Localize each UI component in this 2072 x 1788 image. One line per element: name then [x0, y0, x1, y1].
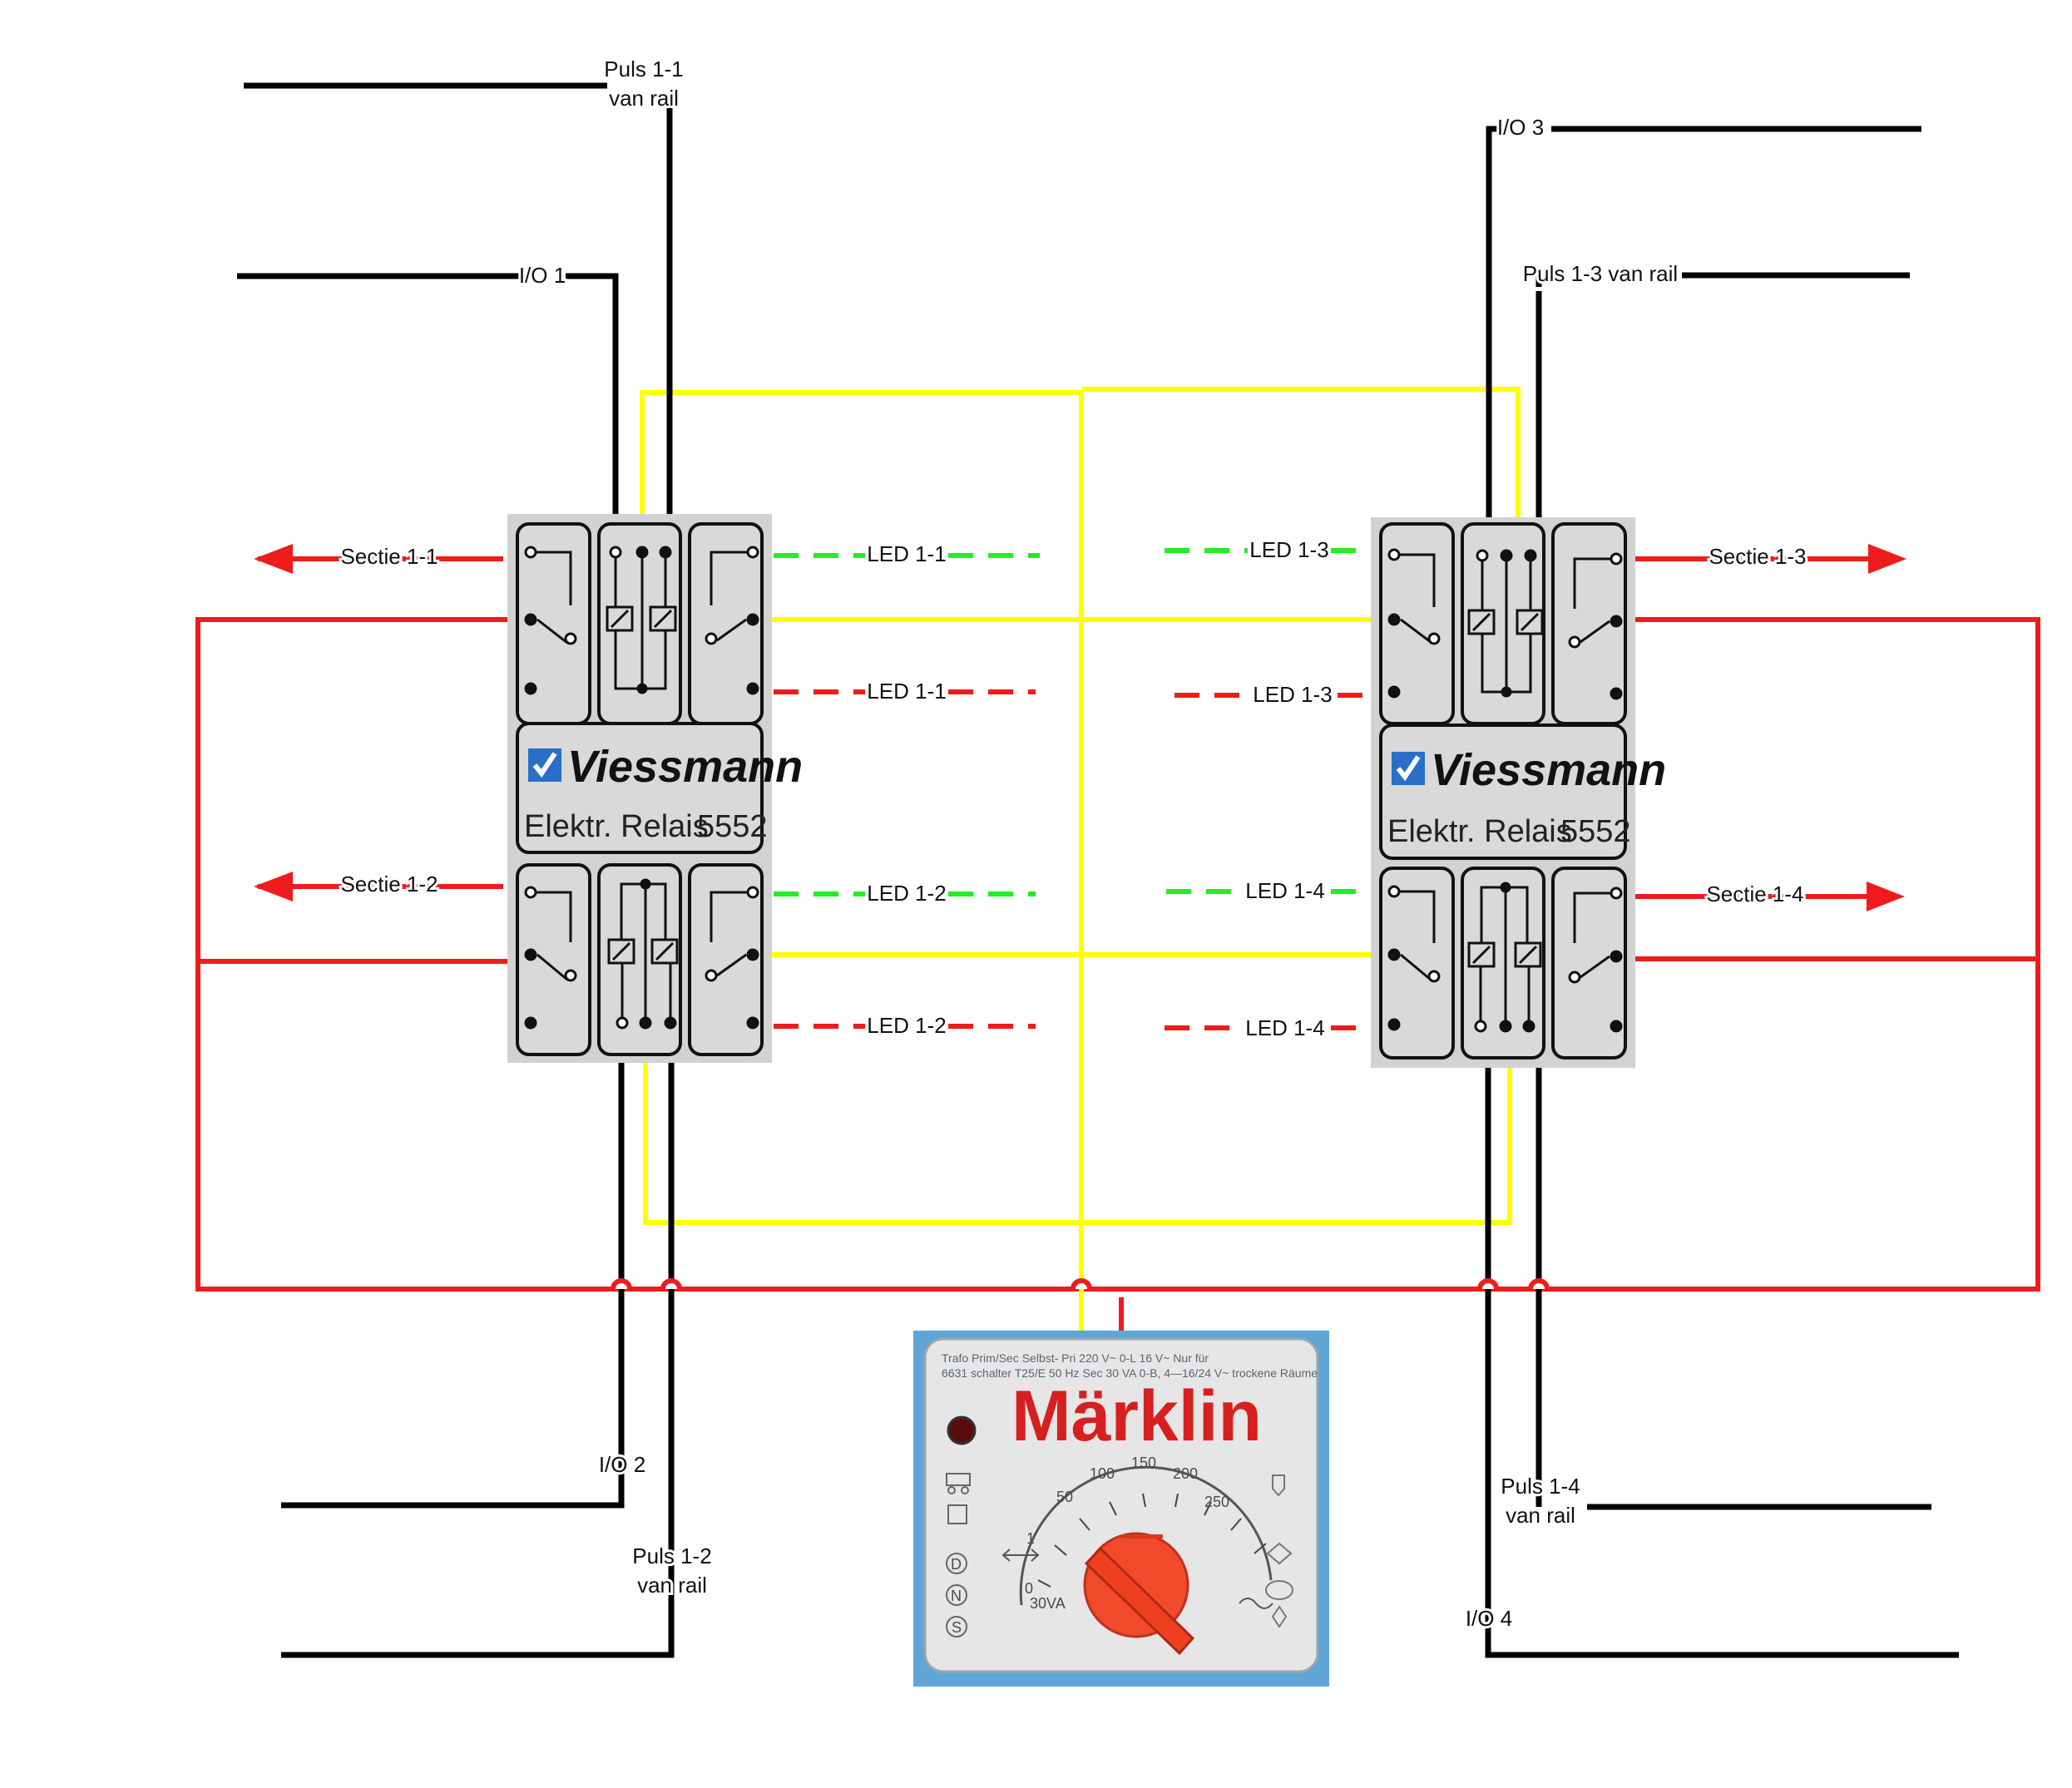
- label-sectie-1-1: Sectie 1-1: [340, 544, 438, 569]
- approval-marks-icon: [1265, 1474, 1293, 1628]
- led-wiring: [774, 548, 1406, 1030]
- relay-module-2: Viessmann Elektr. Relais 5552: [1371, 517, 1666, 1068]
- trafo-spec-line-2: 6631 schalter T25/E 50 Hz Sec 30 VA 0-B,…: [942, 1366, 1318, 1380]
- label-led-1-1-red: LED 1-1: [867, 679, 946, 704]
- wire-crossings: [611, 1278, 1550, 1290]
- label-io-3: I/O 3: [1497, 115, 1544, 140]
- viessmann-logo-icon: [528, 748, 561, 782]
- locomotive-icon: [946, 1473, 971, 1494]
- direction-arrows-icon: [1001, 1548, 1040, 1562]
- label-puls-1-2-line2: van rail: [637, 1573, 707, 1598]
- label-led-1-2-red: LED 1-2: [867, 1013, 946, 1038]
- label-led-1-1-green: LED 1-1: [867, 541, 946, 566]
- relay-1-brand: Viessmann: [567, 742, 803, 792]
- labels: Puls 1-1 van rail I/O 1 I/O 3 Puls 1-3 v…: [338, 54, 1808, 1633]
- dial-tick-200: 200: [1173, 1465, 1198, 1482]
- country-marks: D N S: [946, 1553, 967, 1637]
- label-led-1-3-green: LED 1-3: [1249, 537, 1328, 562]
- dial-tick-1: 1: [1026, 1530, 1035, 1547]
- label-io-2: I/O 2: [599, 1452, 645, 1477]
- label-sectie-1-3: Sectie 1-3: [1709, 544, 1806, 569]
- trafo-power-rating: 30VA: [1030, 1595, 1066, 1612]
- trafo-spec-line-1: Trafo Prim/Sec Selbst- Pri 220 V~ 0-L 16…: [942, 1351, 1209, 1365]
- relay-1-product: Elektr. Relais: [524, 809, 709, 844]
- label-puls-1-4-line1: Puls 1-4: [1501, 1474, 1580, 1499]
- dial-tick-250: 250: [1204, 1494, 1229, 1510]
- marklin-transformer: Trafo Prim/Sec Selbst- Pri 220 V~ 0-L 16…: [913, 1331, 1329, 1687]
- mark-s: S: [952, 1619, 962, 1636]
- label-puls-1-2-line1: Puls 1-2: [632, 1544, 711, 1568]
- relay-1-model: 5552: [697, 809, 768, 844]
- label-io-4: I/O 4: [1466, 1606, 1512, 1631]
- relay-module-1: Viessmann Elektr. Relais 5552: [507, 514, 803, 1063]
- label-puls-1-1-line1: Puls 1-1: [604, 57, 683, 81]
- dial-tick-0: 0: [1025, 1580, 1033, 1597]
- mark-d: D: [951, 1556, 962, 1573]
- dial-tick-50: 50: [1056, 1489, 1073, 1505]
- relay-2-product: Elektr. Relais: [1387, 814, 1572, 849]
- trafo-brand: Märklin: [1011, 1376, 1262, 1456]
- dial-scale: [1037, 1493, 1267, 1588]
- label-io-1: I/O 1: [519, 263, 566, 288]
- label-sectie-1-4: Sectie 1-4: [1706, 882, 1803, 906]
- label-puls-1-3: Puls 1-3 van rail: [1523, 261, 1678, 286]
- label-sectie-1-2: Sectie 1-2: [340, 872, 438, 896]
- fuse-icon: [947, 1504, 967, 1524]
- label-puls-1-1-line2: van rail: [609, 86, 679, 111]
- label-puls-1-4-line2: van rail: [1506, 1503, 1575, 1528]
- common-wiring: [640, 387, 1521, 1340]
- speed-knob[interactable]: [1083, 1532, 1195, 1656]
- dial-tick-150: 150: [1131, 1455, 1156, 1471]
- viessmann-logo-icon: [1392, 752, 1425, 785]
- label-led-1-2-green: LED 1-2: [867, 881, 946, 906]
- mark-n: N: [951, 1588, 962, 1604]
- relay-2-brand: Viessmann: [1431, 745, 1666, 795]
- label-led-1-4-green: LED 1-4: [1245, 878, 1324, 903]
- relay-2-model: 5552: [1560, 814, 1631, 849]
- label-led-1-4-red: LED 1-4: [1245, 1015, 1324, 1040]
- label-led-1-3-red: LED 1-3: [1253, 682, 1332, 707]
- power-wiring: [195, 544, 2040, 1335]
- dial-tick-100: 100: [1090, 1465, 1115, 1482]
- power-lamp-icon: [947, 1415, 977, 1445]
- signal-wiring: [237, 82, 1959, 1658]
